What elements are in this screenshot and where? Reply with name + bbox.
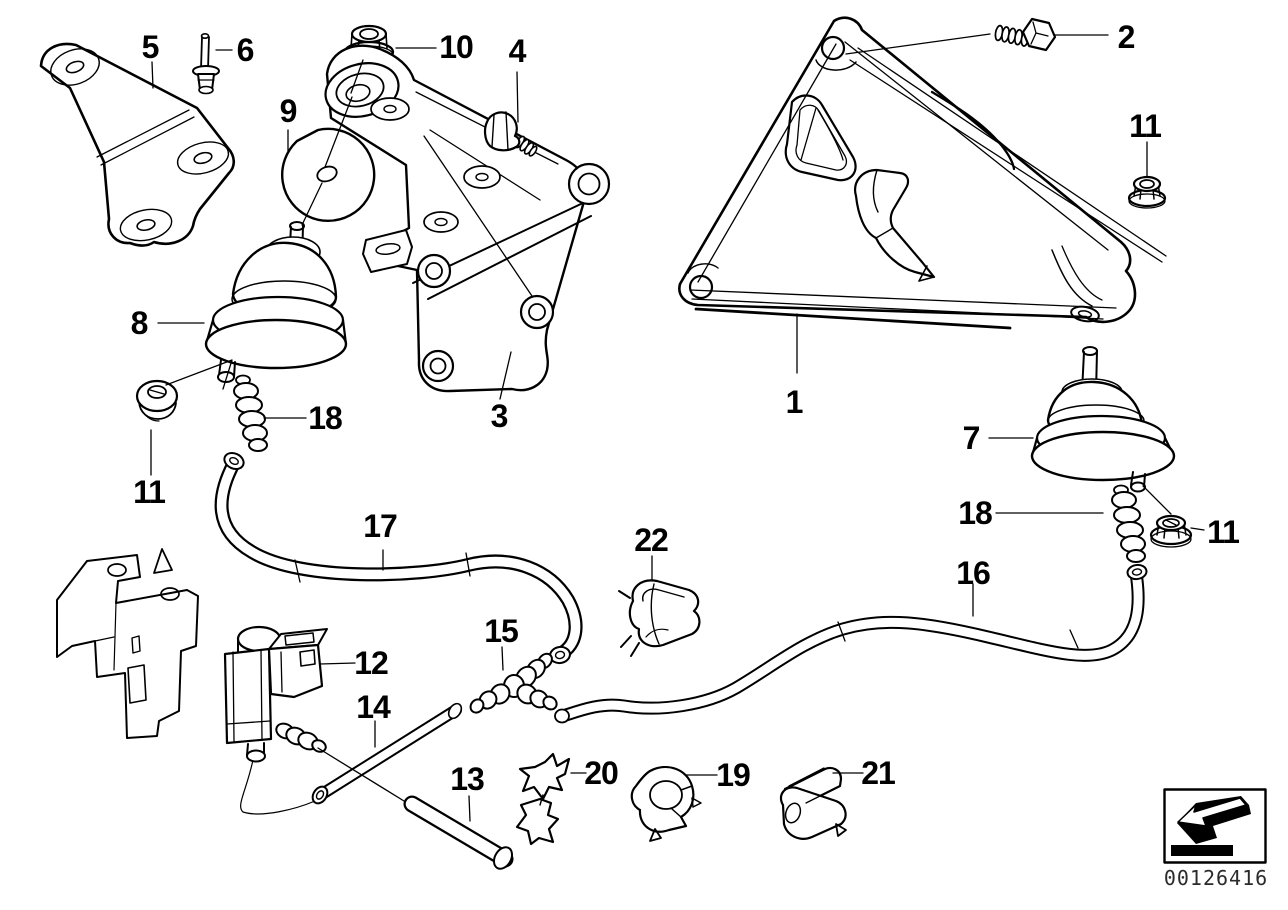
- hose-17-drawing: [214, 451, 583, 665]
- part-label-3[interactable]: 3: [490, 398, 509, 434]
- diagonal-back-arrow-icon: [1171, 796, 1251, 856]
- part-label-16[interactable]: 16: [956, 555, 991, 591]
- damper-18-right-drawing: [1111, 484, 1146, 563]
- support-bracket-1-drawing: [678, 16, 1137, 330]
- part-label-21[interactable]: 21: [861, 755, 896, 791]
- part-label-18-right[interactable]: 18: [958, 495, 993, 531]
- part-label-12[interactable]: 12: [354, 645, 389, 681]
- bracket-5-drawing: [39, 42, 236, 247]
- part-label-11-top-right[interactable]: 11: [1129, 108, 1162, 144]
- part-label-9[interactable]: 9: [279, 93, 298, 129]
- part-label-18-left[interactable]: 18: [308, 400, 343, 436]
- clip-19-drawing: [630, 766, 702, 842]
- part-label-4[interactable]: 4: [508, 33, 527, 69]
- part-label-1[interactable]: 1: [785, 384, 804, 420]
- clip-21-drawing: [779, 766, 847, 840]
- part-label-7[interactable]: 7: [962, 420, 981, 456]
- screw-6-drawing: [192, 32, 220, 95]
- part-label-11-left[interactable]: 11: [133, 474, 166, 510]
- damper-18-left-drawing: [233, 374, 268, 452]
- image-number: 00126416: [1163, 866, 1269, 890]
- engine-mount-7-drawing: [1030, 346, 1176, 493]
- part-label-13[interactable]: 13: [450, 761, 485, 797]
- nut-11-top-right-drawing: [1127, 175, 1167, 209]
- hose-16-drawing: [554, 563, 1148, 724]
- leader-lines: [150, 33, 1205, 822]
- part-label-22[interactable]: 22: [634, 522, 669, 558]
- clip-22-drawing: [618, 579, 701, 657]
- part-label-6[interactable]: 6: [236, 32, 255, 68]
- part-label-5[interactable]: 5: [141, 29, 160, 65]
- part-label-11-bottom-right[interactable]: 11: [1207, 514, 1240, 550]
- holder-bracket-drawing: [56, 548, 199, 739]
- bolt-2-drawing: [994, 17, 1057, 52]
- t-connector-15-drawing: [469, 652, 558, 714]
- clip-20-drawing: [515, 752, 571, 846]
- part-label-20[interactable]: 20: [584, 755, 619, 791]
- image-stamp-box: [1163, 788, 1267, 864]
- part-label-14[interactable]: 14: [356, 689, 391, 725]
- part-label-15[interactable]: 15: [484, 613, 519, 649]
- engine-bracket-3-drawing: [324, 44, 611, 393]
- nut-11-bottom-right-drawing: [1149, 514, 1193, 548]
- engine-mount-8-drawing: [204, 221, 348, 383]
- part-label-10[interactable]: 10: [439, 29, 474, 65]
- tube-13-drawing: [403, 795, 514, 870]
- shim-9-drawing: [281, 127, 376, 222]
- tube-14-drawing: [311, 702, 463, 805]
- part-label-19[interactable]: 19: [716, 757, 751, 793]
- part-label-8[interactable]: 8: [130, 305, 149, 341]
- bolt-4-drawing: [483, 111, 538, 157]
- part-label-2[interactable]: 2: [1117, 19, 1136, 55]
- valve-12-drawing: [223, 625, 328, 815]
- grommet-11-left-drawing: [135, 379, 179, 422]
- part-label-17[interactable]: 17: [363, 508, 398, 544]
